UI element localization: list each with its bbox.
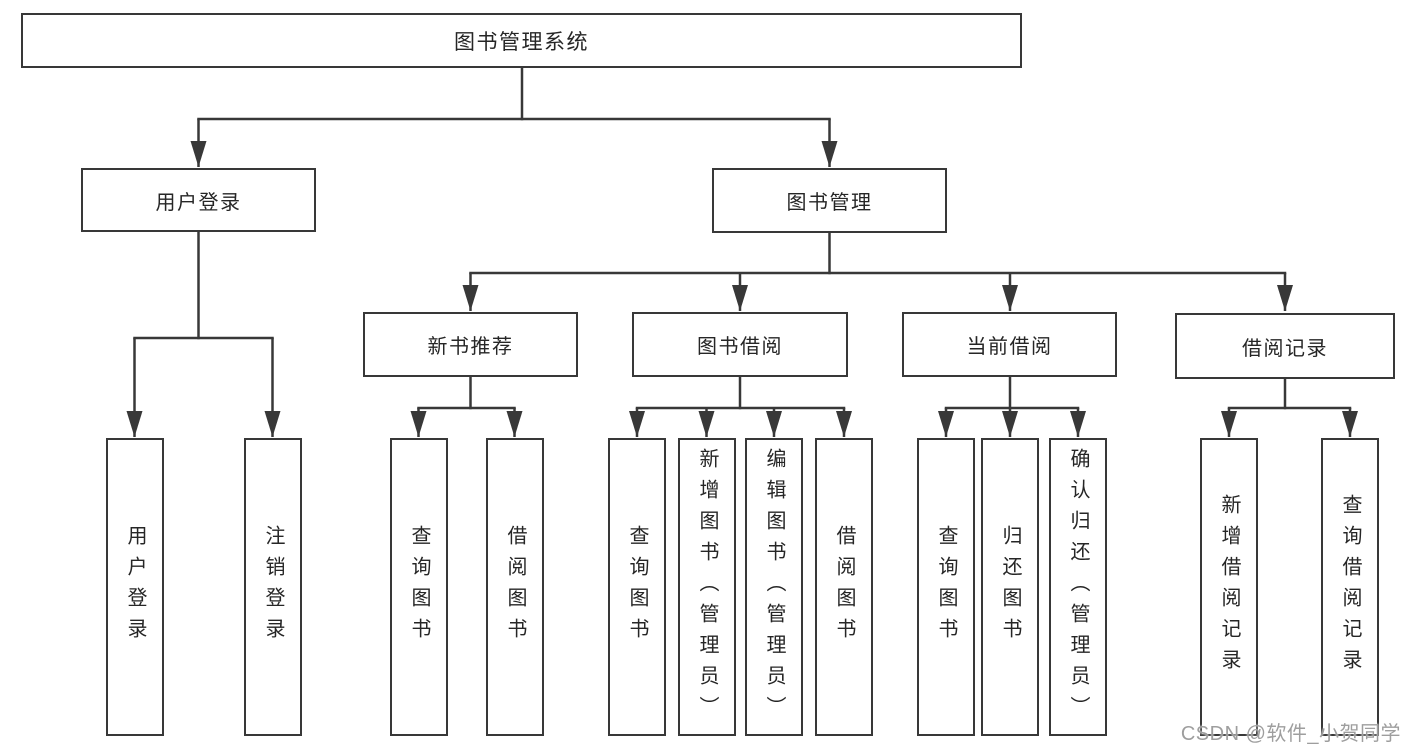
leaf-current-return-books: 归还图书	[981, 438, 1039, 736]
node-current-borrow-label: 当前借阅	[966, 336, 1053, 358]
watermark: CSDN @软件_小贺同学	[1180, 723, 1401, 745]
node-root-system: 图书管理系统	[21, 13, 1022, 68]
leaf-logout-label: 注销登录	[262, 525, 284, 649]
leaf-current-confirm-return-admin: 确认归还（管理员）	[1049, 438, 1107, 736]
leaf-borrow-add-books-admin-label: 新增图书（管理员）	[696, 447, 718, 727]
node-user-login-label: 用户登录	[155, 191, 242, 214]
leaf-newbooks-borrow-books: 借阅图书	[486, 438, 544, 736]
leaf-borrow-edit-books-admin: 编辑图书（管理员）	[745, 438, 803, 736]
node-book-management-label: 图书管理	[786, 192, 873, 214]
node-borrow-records-label: 借阅记录	[1242, 337, 1328, 360]
leaf-current-confirm-return-admin-label: 确认归还（管理员）	[1067, 447, 1089, 727]
leaf-logout: 注销登录	[244, 438, 302, 736]
leaf-records-query-record-label: 查询借阅记录	[1339, 494, 1361, 680]
node-current-borrow: 当前借阅	[902, 312, 1117, 377]
node-book-management: 图书管理	[712, 168, 947, 233]
node-new-book-recommend-label: 新书推荐	[427, 336, 514, 358]
leaf-user-login: 用户登录	[106, 438, 164, 736]
leaf-current-query-books: 查询图书	[917, 438, 975, 736]
node-root-system-label: 图书管理系统	[454, 30, 589, 54]
leaf-borrow-borrow-books: 借阅图书	[815, 438, 873, 736]
node-user-login: 用户登录	[81, 168, 316, 232]
leaf-newbooks-borrow-books-label: 借阅图书	[504, 525, 526, 649]
leaf-current-return-books-label: 归还图书	[999, 525, 1021, 649]
node-borrow-records: 借阅记录	[1175, 313, 1395, 379]
leaf-records-add-record: 新增借阅记录	[1200, 438, 1258, 736]
leaf-borrow-add-books-admin: 新增图书（管理员）	[678, 438, 736, 736]
leaf-borrow-edit-books-admin-label: 编辑图书（管理员）	[763, 447, 785, 727]
leaf-records-add-record-label: 新增借阅记录	[1218, 494, 1240, 680]
node-book-borrow: 图书借阅	[632, 312, 848, 377]
leaf-records-query-record: 查询借阅记录	[1321, 438, 1379, 736]
leaf-user-login-label: 用户登录	[124, 525, 146, 649]
leaf-current-query-books-label: 查询图书	[935, 525, 957, 649]
node-book-borrow-label: 图书借阅	[697, 336, 783, 358]
leaf-newbooks-query-books: 查询图书	[390, 438, 448, 736]
leaf-borrow-query-books: 查询图书	[608, 438, 666, 736]
node-new-book-recommend: 新书推荐	[363, 312, 578, 377]
leaf-newbooks-query-books-label: 查询图书	[408, 525, 430, 649]
leaf-borrow-query-books-label: 查询图书	[626, 525, 648, 649]
leaf-borrow-borrow-books-label: 借阅图书	[833, 525, 855, 649]
